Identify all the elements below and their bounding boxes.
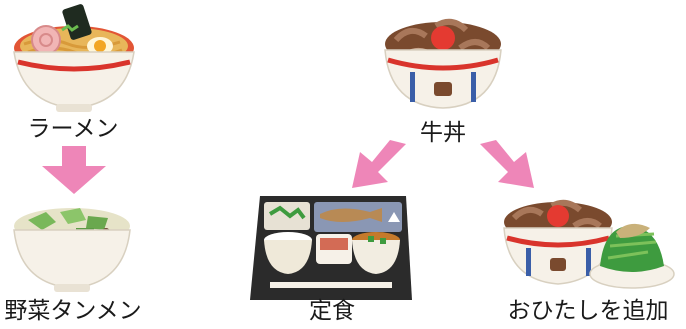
ohitashi-label: おひたしを追加 bbox=[507, 298, 669, 324]
ramen-label: ラーメン bbox=[27, 116, 119, 142]
gyudon-label: 牛丼 bbox=[420, 120, 466, 146]
arrow-down-right-icon bbox=[480, 140, 534, 188]
ramen-illustration bbox=[13, 4, 135, 112]
arrow-down-icon bbox=[42, 146, 106, 194]
arrow-down-left-icon bbox=[352, 140, 406, 188]
yasai-tanmen-illustration bbox=[13, 208, 131, 292]
teishoku-illustration bbox=[250, 196, 412, 300]
yasai-tanmen-label: 野菜タンメン bbox=[4, 298, 142, 324]
teishoku-label: 定食 bbox=[309, 298, 355, 324]
ohitashi-illustration bbox=[503, 199, 675, 289]
gyudon-illustration bbox=[384, 18, 502, 109]
